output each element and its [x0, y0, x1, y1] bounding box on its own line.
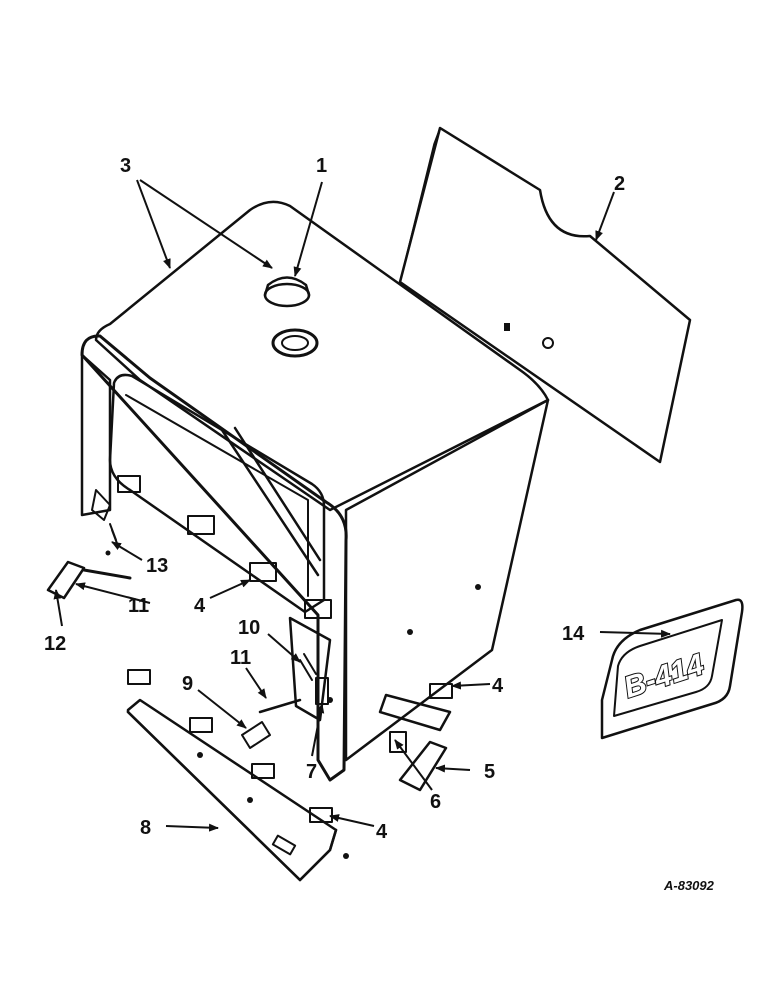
callout-5: 5 [484, 761, 495, 783]
frame-tab [249, 562, 277, 582]
callout-11: 11 [230, 647, 251, 669]
lower-bracket-plate [126, 698, 349, 882]
callout-12: 12 [44, 633, 66, 655]
fuel-cap [263, 276, 311, 308]
callout-10: 10 [238, 617, 260, 639]
callout-14: 14 [562, 623, 585, 645]
filler-neck [271, 328, 319, 358]
callout-1: 1 [316, 155, 327, 177]
emblem-text: B-414 [620, 648, 708, 705]
lower-brackets [378, 693, 452, 792]
callout-11: 11 [128, 595, 149, 617]
emblem: B-414 [600, 598, 744, 740]
callout-4: 4 [492, 675, 504, 697]
callout-labels: 1 2 3 4 4 4 5 6 7 8 9 10 11 11 12 13 14 [44, 155, 625, 843]
fuel-tank [80, 200, 550, 782]
panel-slot [504, 323, 510, 331]
heat-shield-panel [398, 126, 692, 464]
callout-7: 7 [306, 761, 317, 783]
callout-6: 6 [430, 791, 441, 813]
leader-lines [53, 179, 671, 832]
frame-tab [187, 515, 215, 535]
clip-nuts [127, 669, 453, 823]
callout-3: 3 [120, 155, 131, 177]
part-number: A-83092 [663, 878, 715, 893]
center-latch-assembly [241, 616, 332, 749]
panel-hole [542, 337, 554, 349]
callout-4: 4 [376, 821, 388, 843]
callout-9: 9 [182, 673, 193, 695]
callout-13: 13 [146, 555, 168, 577]
frame-tab [304, 599, 332, 619]
left-latch-assembly [46, 489, 132, 600]
callout-4: 4 [194, 595, 206, 617]
callout-2: 2 [614, 173, 625, 195]
callout-8: 8 [140, 817, 151, 839]
frame-tab [117, 475, 141, 493]
